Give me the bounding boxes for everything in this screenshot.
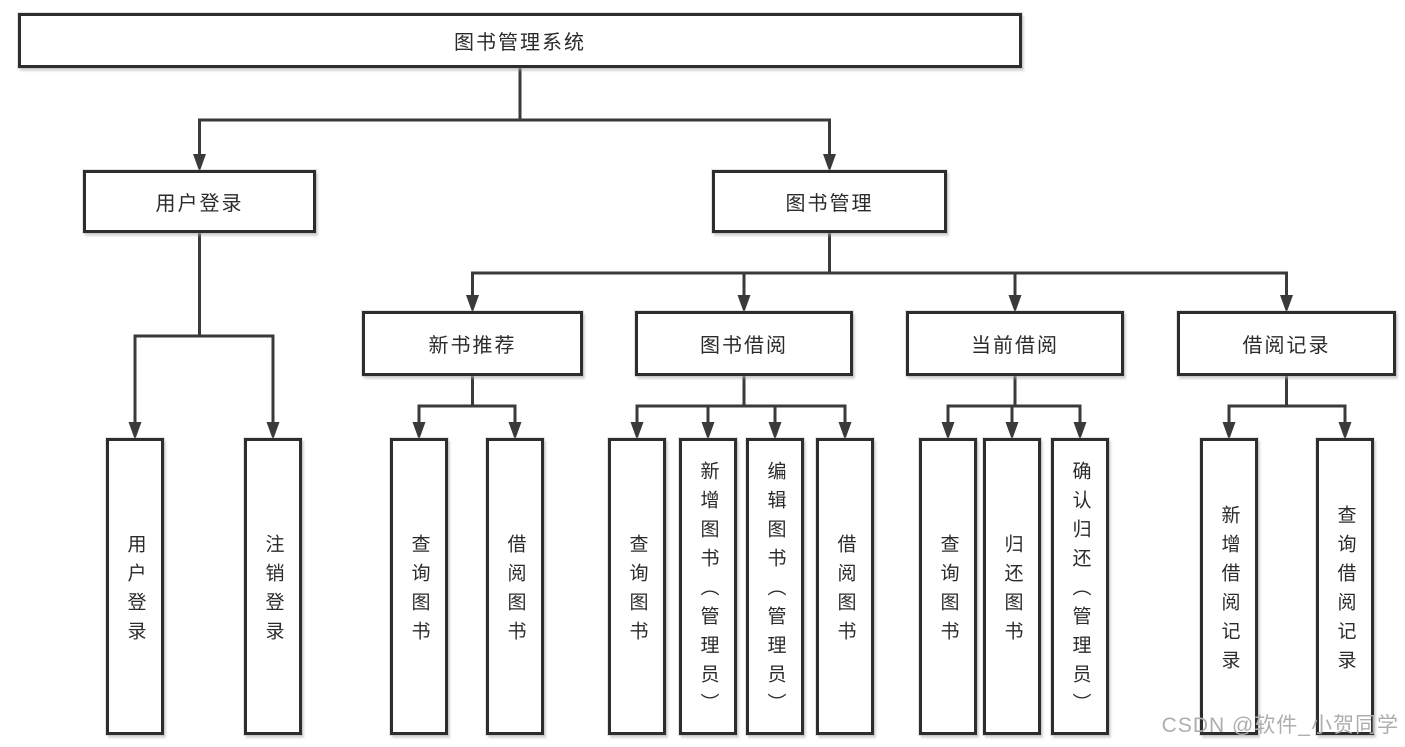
- arrowhead-icon: [466, 295, 479, 313]
- node-leaf-current-query: 查询图书: [919, 438, 977, 735]
- node-leaf-recommend-borrow: 借阅图书: [486, 438, 544, 735]
- node-borrow-records: 借阅记录: [1177, 311, 1396, 376]
- node-leaf-records-query: 查询借阅记录: [1316, 438, 1374, 735]
- watermark-text: CSDN @软件_小贺同学: [1161, 714, 1399, 737]
- node-label-leaf-logout: 注销登录: [262, 533, 284, 650]
- arrowhead-icon: [630, 422, 644, 440]
- arrowhead-icon: [823, 154, 836, 172]
- node-label-leaf-borrow-edit-admin: 编辑图书（管理员）: [764, 461, 786, 722]
- node-book-mgmt: 图书管理: [712, 170, 947, 233]
- node-label-leaf-records-add: 新增借阅记录: [1218, 504, 1240, 679]
- node-user-login: 用户登录: [83, 170, 316, 233]
- arrowhead-icon: [1280, 295, 1293, 313]
- node-leaf-recommend-query: 查询图书: [390, 438, 448, 735]
- node-label-leaf-user-login: 用户登录: [124, 533, 146, 650]
- node-leaf-borrow-borrow: 借阅图书: [816, 438, 874, 735]
- node-leaf-borrow-add-admin: 新增图书（管理员）: [679, 438, 737, 735]
- node-label-leaf-current-confirm-admin: 确认归还（管理员）: [1069, 461, 1091, 722]
- arrowhead-icon: [412, 422, 426, 440]
- node-leaf-borrow-edit-admin: 编辑图书（管理员）: [746, 438, 804, 735]
- node-leaf-borrow-query: 查询图书: [608, 438, 666, 735]
- node-label-leaf-records-query: 查询借阅记录: [1334, 504, 1356, 679]
- node-label-borrow-records: 借阅记录: [1242, 335, 1331, 357]
- node-leaf-current-confirm-admin: 确认归还（管理员）: [1051, 438, 1109, 735]
- arrowhead-icon: [768, 422, 782, 440]
- node-leaf-logout: 注销登录: [244, 438, 302, 735]
- arrowhead-icon: [737, 295, 751, 313]
- arrowhead-icon: [1073, 422, 1087, 440]
- arrowhead-icon: [128, 422, 142, 440]
- node-label-leaf-current-return: 归还图书: [1001, 533, 1023, 650]
- node-label-current-borrow: 当前借阅: [971, 335, 1059, 357]
- arrowhead-icon: [1005, 422, 1019, 440]
- arrowhead-icon: [1008, 295, 1022, 313]
- arrowhead-icon: [838, 422, 852, 440]
- node-label-leaf-borrow-borrow: 借阅图书: [834, 533, 856, 650]
- node-label-leaf-borrow-add-admin: 新增图书（管理员）: [697, 461, 719, 722]
- arrowhead-icon: [1222, 422, 1236, 440]
- node-root: 图书管理系统: [18, 13, 1022, 68]
- node-label-user-login: 用户登录: [155, 193, 244, 215]
- node-label-leaf-current-query: 查询图书: [937, 533, 959, 650]
- arrowhead-icon: [941, 422, 955, 440]
- node-label-book-mgmt: 图书管理: [785, 193, 874, 215]
- arrowhead-icon: [1338, 422, 1352, 440]
- node-label-new-book-recommend: 新书推荐: [428, 335, 517, 357]
- arrowhead-icon: [701, 422, 715, 440]
- node-leaf-records-add: 新增借阅记录: [1200, 438, 1258, 735]
- node-label-leaf-recommend-query: 查询图书: [408, 533, 430, 650]
- node-leaf-user-login: 用户登录: [106, 438, 164, 735]
- arrowhead-icon: [508, 422, 522, 440]
- node-label-leaf-borrow-query: 查询图书: [626, 533, 648, 650]
- node-label-book-borrow: 图书借阅: [700, 335, 788, 357]
- node-label-root: 图书管理系统: [454, 32, 586, 54]
- node-leaf-current-return: 归还图书: [983, 438, 1041, 735]
- node-new-book-recommend: 新书推荐: [362, 311, 583, 376]
- node-current-borrow: 当前借阅: [906, 311, 1124, 376]
- arrowhead-icon: [193, 154, 206, 172]
- node-label-leaf-recommend-borrow: 借阅图书: [504, 533, 526, 650]
- node-book-borrow: 图书借阅: [635, 311, 853, 376]
- arrowhead-icon: [266, 422, 280, 440]
